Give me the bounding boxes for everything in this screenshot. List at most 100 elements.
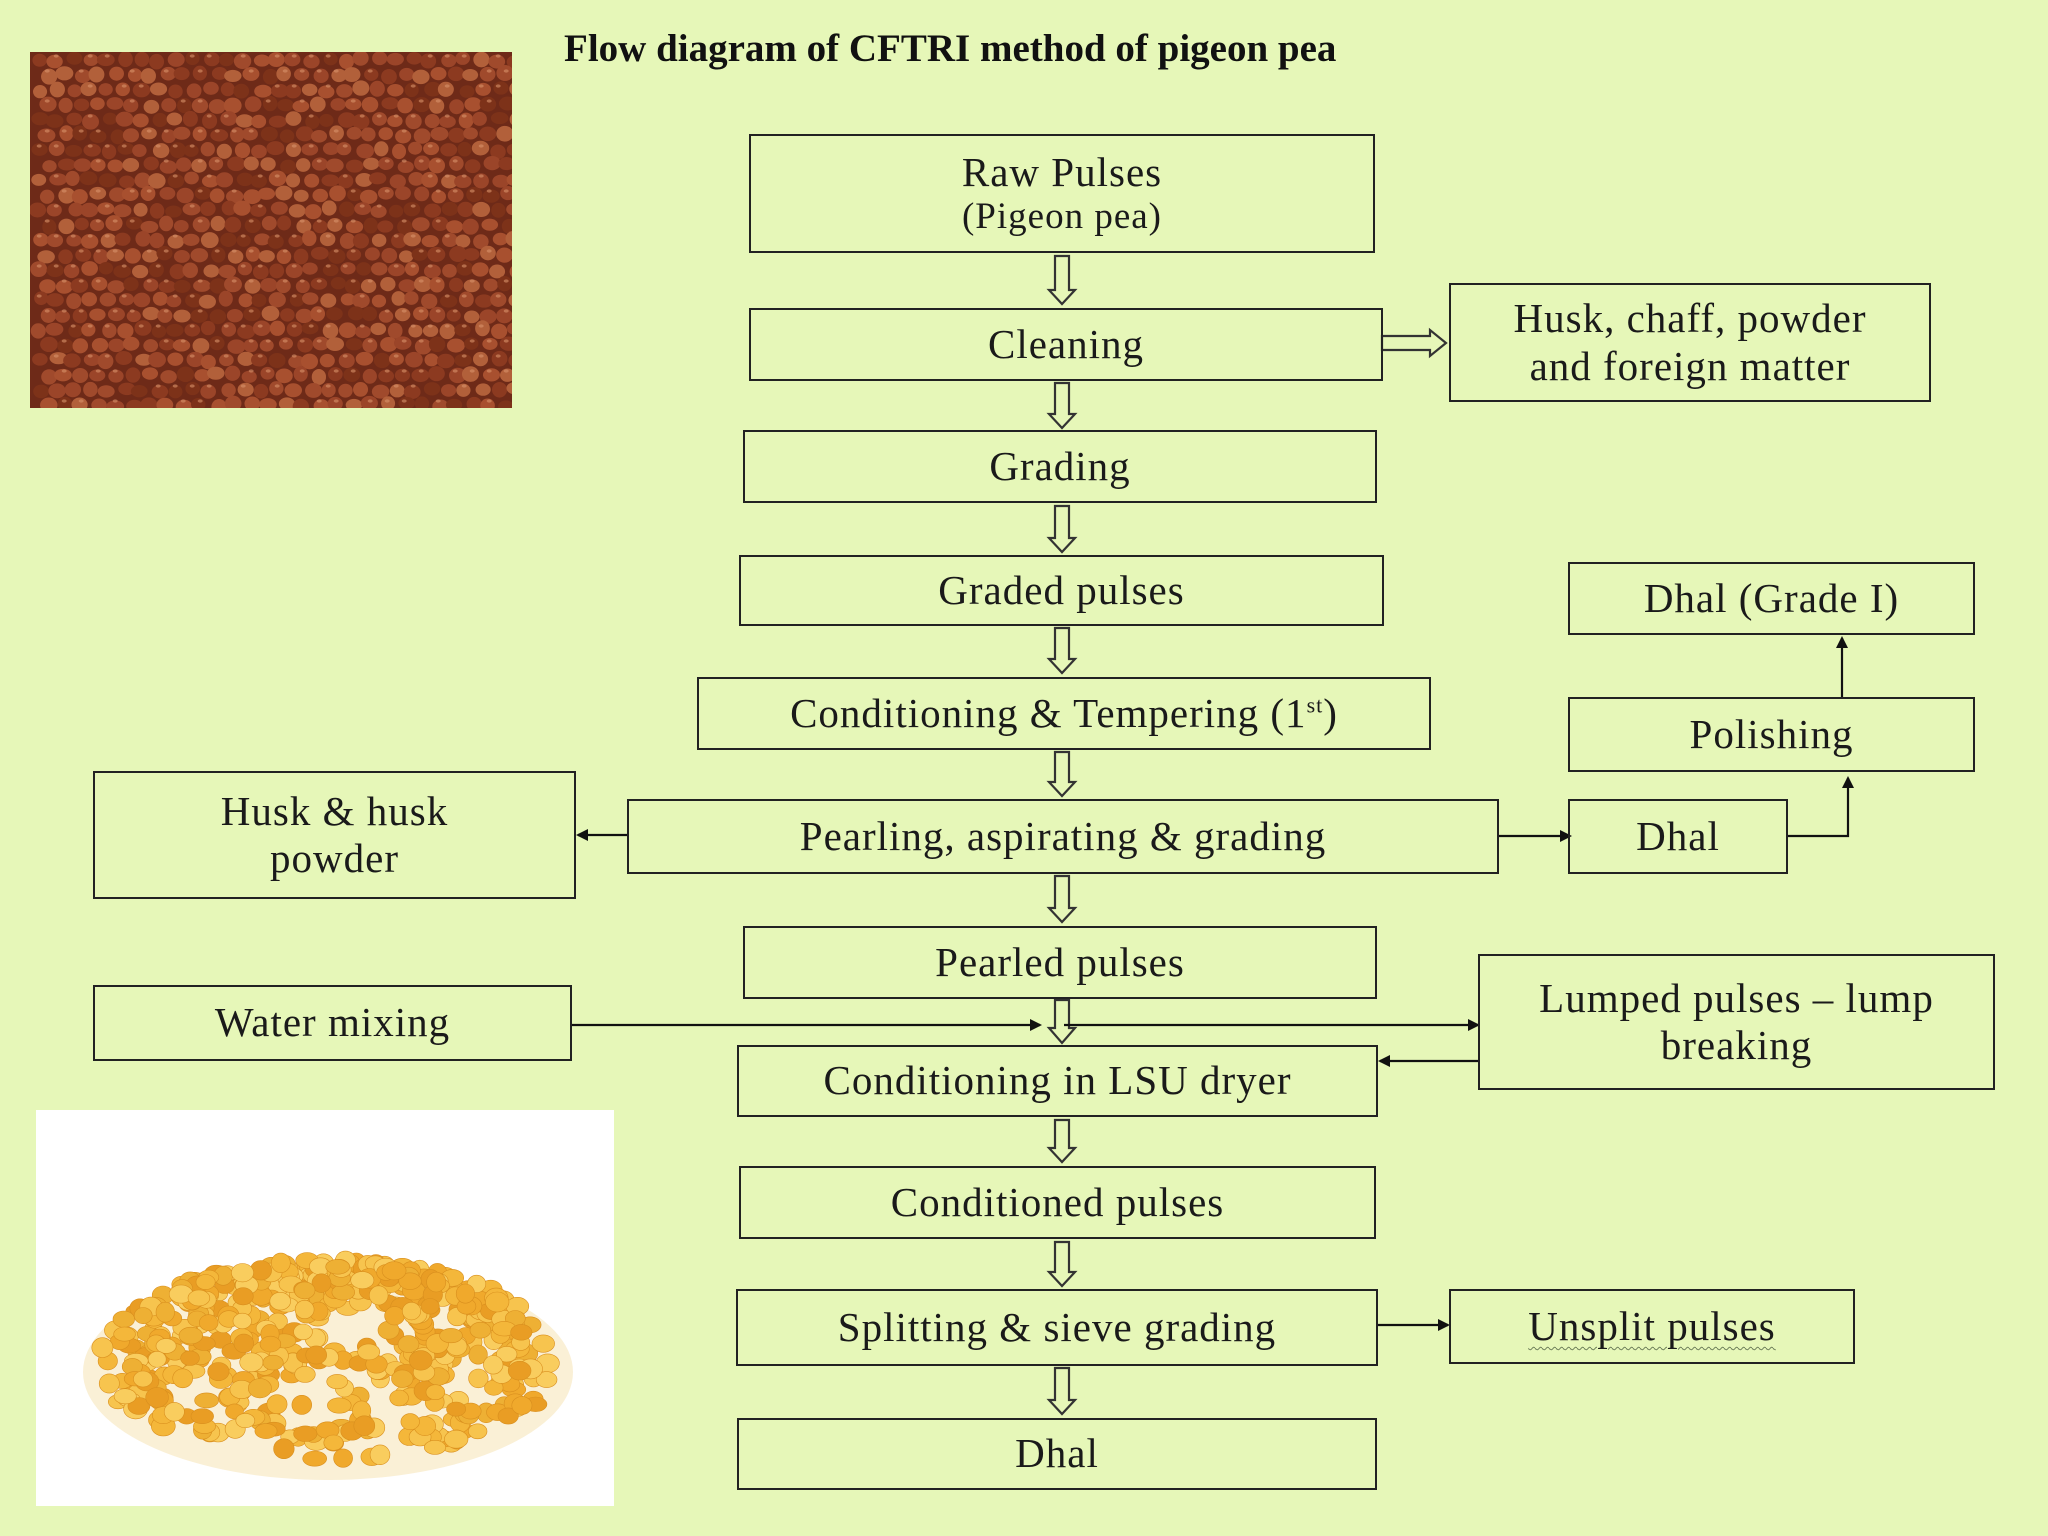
seed-highlight — [444, 114, 450, 118]
seed — [449, 99, 464, 115]
seed — [381, 68, 397, 85]
seed — [268, 170, 287, 187]
seed — [190, 308, 208, 323]
seed-highlight — [36, 234, 42, 238]
seed — [109, 187, 126, 202]
seed-highlight — [87, 54, 93, 58]
seed — [237, 324, 256, 339]
seed — [363, 157, 380, 170]
seed — [311, 368, 327, 385]
seed-highlight — [61, 399, 67, 403]
seed-highlight — [486, 69, 492, 73]
seed-highlight — [478, 354, 484, 358]
seed — [243, 306, 261, 322]
pearled-pulses-box: Pearled pulses — [743, 926, 1377, 999]
seed — [237, 382, 254, 397]
seed — [209, 309, 227, 325]
seed — [423, 382, 441, 396]
seed — [117, 142, 135, 155]
seed — [496, 65, 512, 81]
seed — [252, 320, 271, 336]
seed — [312, 219, 328, 234]
seed-highlight — [325, 54, 331, 58]
seed — [463, 248, 480, 261]
seed — [432, 216, 449, 231]
seed — [355, 351, 374, 366]
seed-highlight — [495, 84, 501, 88]
dhal-grain — [163, 1402, 185, 1422]
seed — [340, 262, 356, 275]
seed — [225, 189, 244, 204]
seed — [347, 306, 365, 321]
seed-highlight — [478, 174, 484, 178]
seed — [45, 322, 64, 336]
seed-highlight — [53, 354, 59, 358]
seed — [285, 173, 301, 188]
seed — [31, 173, 47, 186]
seed-highlight — [121, 144, 127, 148]
seed-highlight — [240, 54, 246, 58]
seed-highlight — [427, 54, 433, 58]
seed — [473, 52, 490, 68]
seed — [173, 309, 191, 323]
husk-powder-line1: Husk & husk — [220, 787, 449, 834]
seed — [267, 52, 285, 68]
seed — [175, 399, 193, 408]
dhal-grain — [254, 1423, 278, 1439]
dhal-grain — [294, 1300, 315, 1320]
seed-highlight — [172, 174, 178, 178]
seed — [321, 382, 336, 398]
seed — [166, 112, 183, 126]
dhal-grain — [444, 1429, 469, 1449]
seed — [371, 233, 387, 247]
seed-highlight — [61, 339, 67, 343]
seed — [268, 115, 287, 128]
seed-highlight — [53, 54, 59, 58]
seed — [491, 350, 508, 367]
seed — [269, 381, 284, 396]
seed — [381, 97, 399, 110]
seed — [279, 129, 295, 143]
seed — [220, 111, 238, 126]
seed-highlight — [70, 324, 76, 328]
seed-highlight — [163, 309, 169, 313]
seed-highlight — [214, 339, 220, 343]
seed — [356, 262, 372, 276]
seed-highlight — [291, 84, 297, 88]
seed-highlight — [410, 384, 416, 388]
seed — [200, 201, 216, 217]
seed — [355, 172, 373, 187]
seed-highlight — [163, 279, 169, 283]
seed — [31, 143, 48, 156]
seed — [167, 352, 184, 366]
seed — [99, 292, 117, 307]
seed — [108, 338, 125, 353]
seed-highlight — [87, 144, 93, 148]
seed — [234, 142, 251, 159]
seed-highlight — [461, 54, 467, 58]
seed — [192, 216, 210, 233]
conditioned-pulses-label: Conditioned pulses — [890, 1178, 1225, 1225]
seed-highlight — [53, 264, 59, 268]
seed — [49, 352, 68, 365]
seed-highlight — [401, 309, 407, 313]
seed — [414, 396, 430, 408]
seed — [159, 215, 174, 232]
seed — [479, 309, 497, 324]
seed — [194, 186, 212, 200]
seed — [200, 232, 219, 249]
seed — [142, 249, 159, 263]
seed — [362, 368, 377, 384]
seed — [48, 140, 65, 156]
dhal-grain — [326, 1374, 349, 1390]
seed — [346, 126, 362, 140]
seed — [260, 278, 278, 292]
seed — [97, 353, 114, 370]
seed — [218, 264, 237, 279]
seed-highlight — [503, 279, 509, 283]
seed-highlight — [435, 399, 441, 403]
seed-highlight — [121, 84, 127, 88]
seed — [173, 219, 189, 233]
seed — [330, 277, 346, 290]
seed — [221, 383, 236, 398]
